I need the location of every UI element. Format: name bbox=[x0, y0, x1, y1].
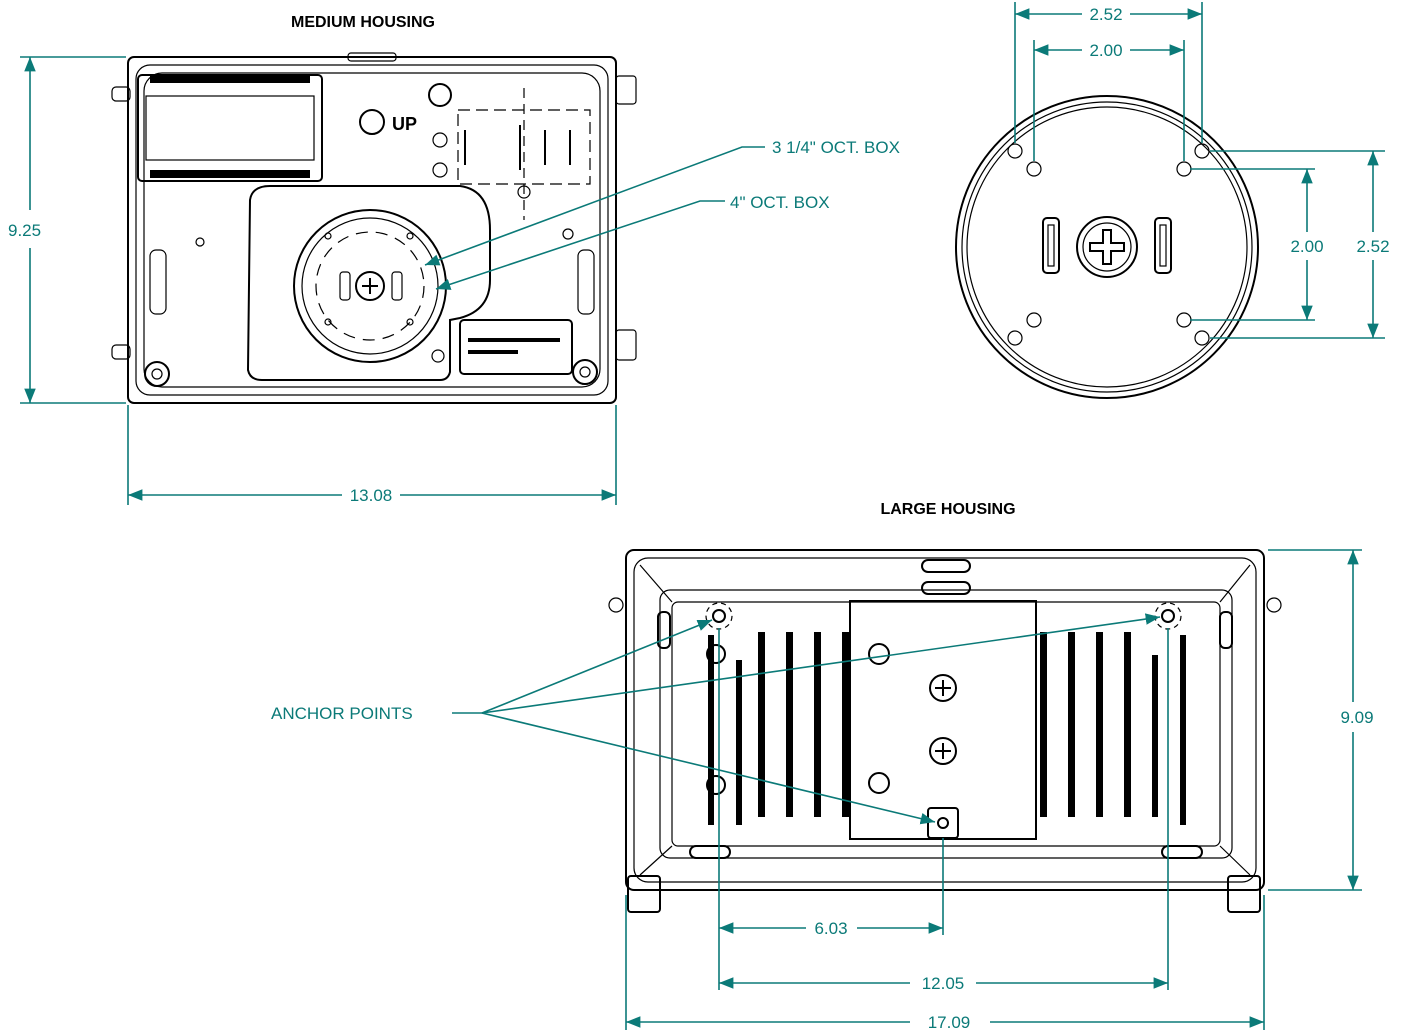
plate-vertical-outer-value: 2.52 bbox=[1356, 237, 1389, 256]
anchor-points-leaders bbox=[452, 613, 1161, 825]
octagon-box-callouts bbox=[424, 146, 765, 290]
large-height-dimension bbox=[1268, 549, 1362, 891]
anchor-points-label: ANCHOR POINTS bbox=[271, 704, 413, 723]
medium-width-dimension bbox=[127, 405, 617, 505]
large-height-value: 9.09 bbox=[1340, 708, 1373, 727]
mounting-plate-drawing bbox=[955, 95, 1259, 399]
large-housing-title: LARGE HOUSING bbox=[880, 501, 1015, 518]
plate-horizontal-dimensions bbox=[1014, 2, 1203, 161]
medium-height-value: 9.25 bbox=[8, 221, 41, 240]
dim-12-05-value: 12.05 bbox=[922, 974, 965, 993]
medium-housing-drawing: UP bbox=[111, 52, 637, 404]
large-bottom-dimensions bbox=[625, 628, 1265, 1030]
callout-4-oct-box: 4" OCT. BOX bbox=[730, 193, 830, 212]
callout-3-1-4-oct-box: 3 1/4" OCT. BOX bbox=[772, 138, 900, 157]
plate-vertical-inner-value: 2.00 bbox=[1290, 237, 1323, 256]
medium-height-dimension bbox=[20, 56, 126, 404]
dim-17-09-value: 17.09 bbox=[928, 1013, 971, 1032]
medium-width-value: 13.08 bbox=[350, 486, 393, 505]
plate-vertical-dimensions bbox=[1190, 150, 1385, 339]
large-housing-drawing bbox=[608, 549, 1282, 913]
medium-housing-title: MEDIUM HOUSING bbox=[291, 14, 435, 31]
up-logo: UP bbox=[392, 114, 417, 134]
dim-6-03-value: 6.03 bbox=[814, 919, 847, 938]
plate-inner-spacing-value: 2.00 bbox=[1089, 41, 1122, 60]
plate-outer-spacing-value: 2.52 bbox=[1089, 5, 1122, 24]
